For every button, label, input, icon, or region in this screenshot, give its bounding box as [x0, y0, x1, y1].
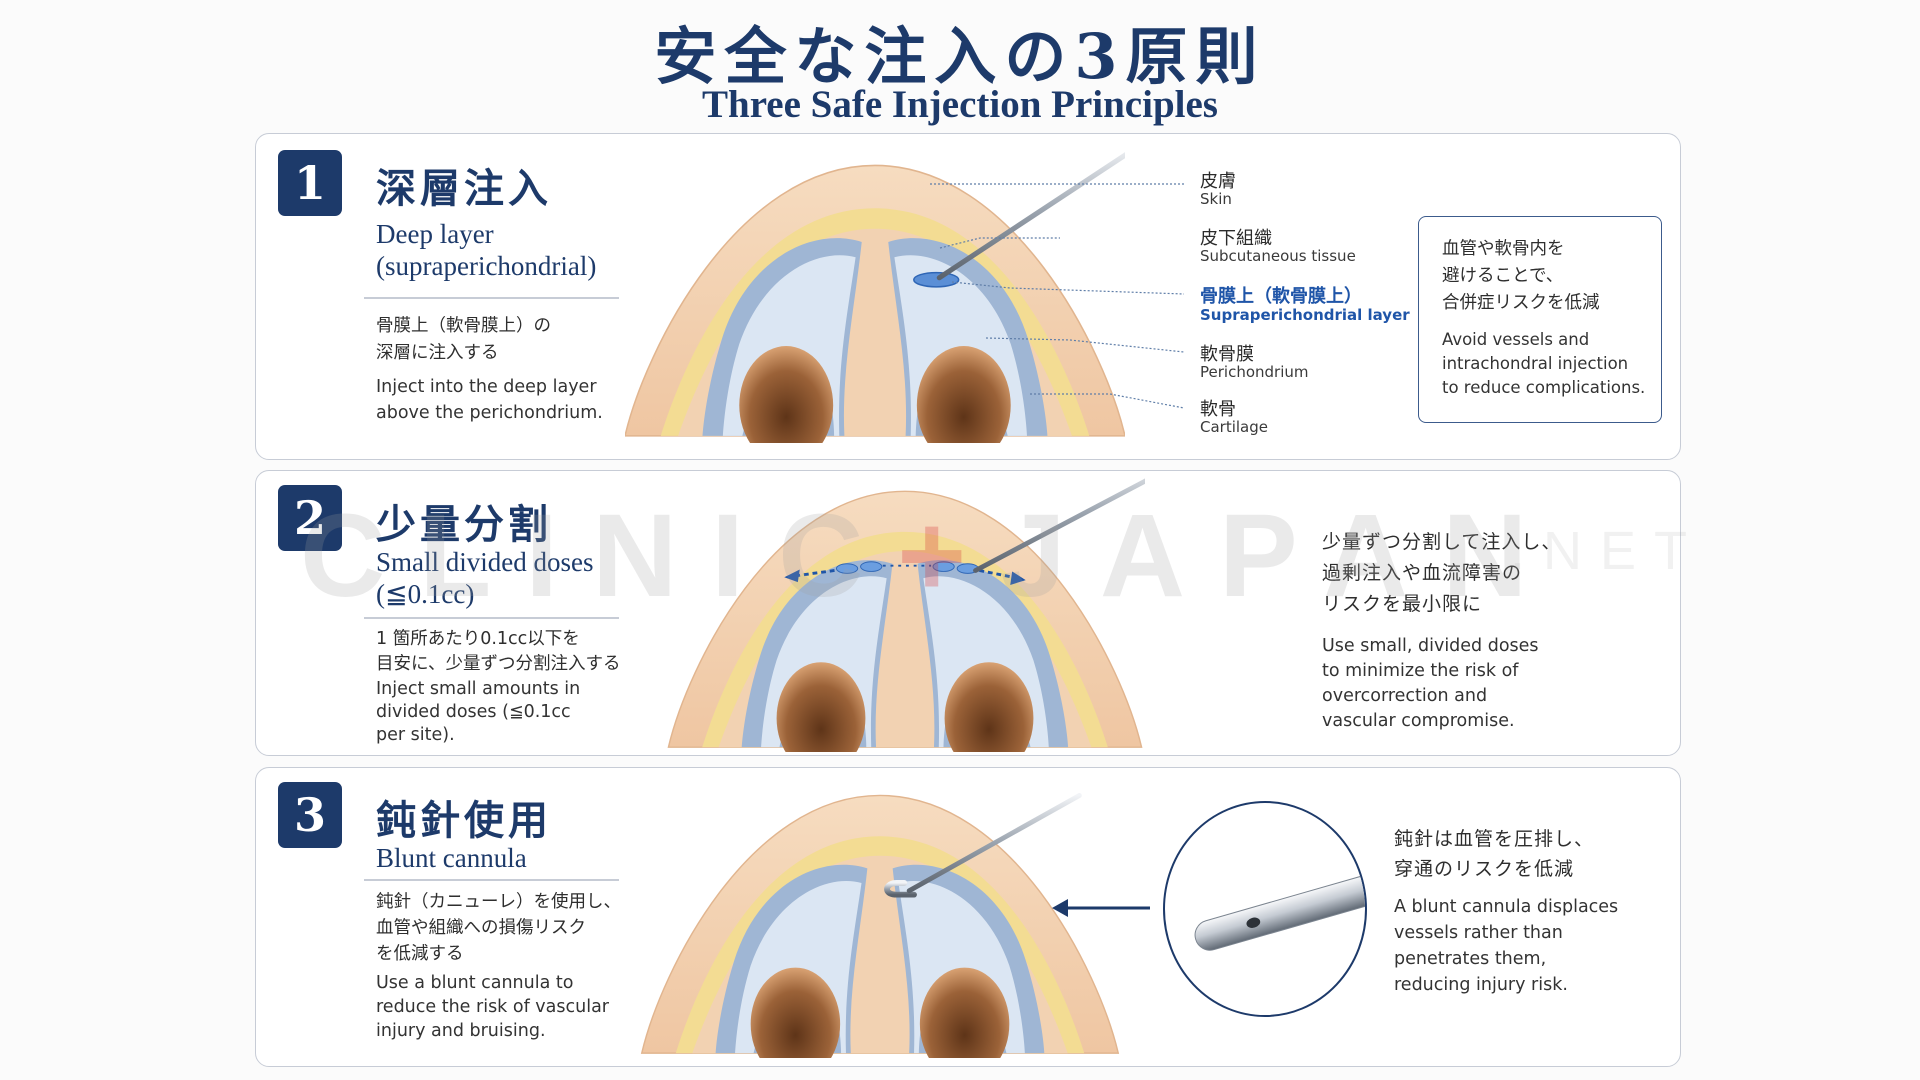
cannula-tip-magnified-icon [1163, 801, 1367, 1017]
note-en: Use small, divided doses [1322, 636, 1539, 656]
principle-desc-jp: 骨膜上（軟骨膜上）の [376, 316, 551, 336]
principle-desc-en: per site). [376, 725, 455, 745]
principle-desc-jp: 目安に、少量ずつ分割注入する [376, 654, 621, 674]
watermark-suffix: .NET [1510, 521, 1706, 581]
principle-heading-en-sub: (supraperichondrial) [376, 251, 597, 281]
note-jp: 穿通のリスクを低減 [1394, 858, 1575, 880]
nose-cross-section-diagram-1 [625, 152, 1125, 443]
leader-lines [930, 183, 1185, 409]
layer-label-supraperichondrial-jp: 骨膜上（軟骨膜上） [1200, 286, 1362, 307]
layer-label-subcutaneous-jp: 皮下組織 [1200, 228, 1272, 249]
principle-desc-en: divided doses (≦0.1cc [376, 702, 571, 722]
note-jp: 合併症リスクを低減 [1442, 293, 1600, 313]
principle-desc-en: Inject into the deep layer [376, 377, 597, 397]
note-en: reducing injury risk. [1394, 975, 1568, 995]
note-jp: 鈍針は血管を圧排し、 [1394, 828, 1595, 850]
needle [973, 478, 1145, 573]
layer-label-cartilage-en: Cartilage [1200, 418, 1268, 436]
blunt-cannula-tip [884, 880, 917, 898]
principle-desc-jp: を低減する [376, 944, 464, 964]
note-en: penetrates them, [1394, 949, 1547, 969]
filler-deposit [913, 271, 960, 288]
note-en: to reduce complications. [1442, 378, 1646, 397]
section-divider [364, 297, 619, 299]
note-jp: 避けることで、 [1442, 266, 1564, 286]
principle-heading-en: Blunt cannula [376, 843, 527, 873]
principle-desc-jp: 深層に注入する [376, 343, 499, 363]
note-en: intrachondral injection [1442, 354, 1629, 373]
blunt-cannula [906, 793, 1082, 894]
principle-heading-jp: 深層注入 [376, 165, 552, 212]
note-en: Avoid vessels and [1442, 330, 1590, 349]
note-jp: 少量ずつ分割して注入し、 [1322, 531, 1562, 553]
note-en: vessels rather than [1394, 923, 1563, 943]
page-title-en: Three Safe Injection Principles [702, 83, 1218, 126]
layer-label-cartilage-jp: 軟骨 [1200, 399, 1236, 420]
principle-heading-jp: 鈍針使用 [376, 797, 552, 844]
layer-label-skin-en: Skin [1200, 190, 1232, 208]
principle-desc-jp: 血管や組織への損傷リスク [376, 918, 586, 938]
layer-label-subcutaneous-en: Subcutaneous tissue [1200, 247, 1356, 265]
principle-desc-en: Use a blunt cannula to [376, 973, 574, 993]
note-jp: 血管や軟骨内を [1442, 239, 1565, 259]
principle-number-badge: 1 [278, 150, 342, 216]
principle-desc-en: injury and bruising. [376, 1021, 546, 1041]
nose-cross-section-diagram-3 [641, 793, 1119, 1058]
principle-desc-en: reduce the risk of vascular [376, 997, 610, 1017]
principle-desc-jp: 1 箇所あたり0.1cc以下を [376, 629, 580, 649]
section-divider [364, 617, 619, 619]
principle-desc-en: above the perichondrium. [376, 403, 603, 423]
principle-heading-en: Deep layer [376, 219, 494, 249]
principle-heading-en: Small divided doses [376, 547, 594, 577]
layer-label-perichondrium-en: Perichondrium [1200, 363, 1309, 381]
page-title-jp: 安全な注入の3原則 [654, 20, 1266, 93]
note-en: A blunt cannula displaces [1394, 897, 1619, 917]
principle-desc-en: Inject small amounts in [376, 679, 581, 699]
layer-label-supraperichondrial-en: Supraperichondrial layer [1200, 306, 1410, 324]
note-en: to minimize the risk of [1322, 661, 1519, 681]
note-box [1418, 216, 1662, 423]
layer-label-perichondrium-jp: 軟骨膜 [1200, 344, 1254, 365]
note-en: vascular compromise. [1322, 711, 1515, 731]
principle-desc-jp: 鈍針（カニューレ）を使用し、 [376, 892, 621, 912]
principle-number-badge: 2 [278, 485, 342, 551]
principle-heading-en-sub: (≦0.1cc) [376, 579, 475, 609]
needle [936, 152, 1125, 281]
principle-number-badge: 3 [278, 782, 342, 848]
arrow-left-icon [1052, 899, 1150, 917]
note-jp: リスクを最小限に [1322, 593, 1483, 615]
nose-cross-section-diagram-2 [667, 478, 1145, 752]
note-en: overcorrection and [1322, 686, 1488, 706]
note-jp: 過剰注入や血流障害の [1322, 562, 1523, 584]
section-divider [364, 879, 619, 881]
layer-label-skin-jp: 皮膚 [1200, 171, 1236, 192]
principle-heading-jp: 少量分割 [376, 501, 552, 548]
